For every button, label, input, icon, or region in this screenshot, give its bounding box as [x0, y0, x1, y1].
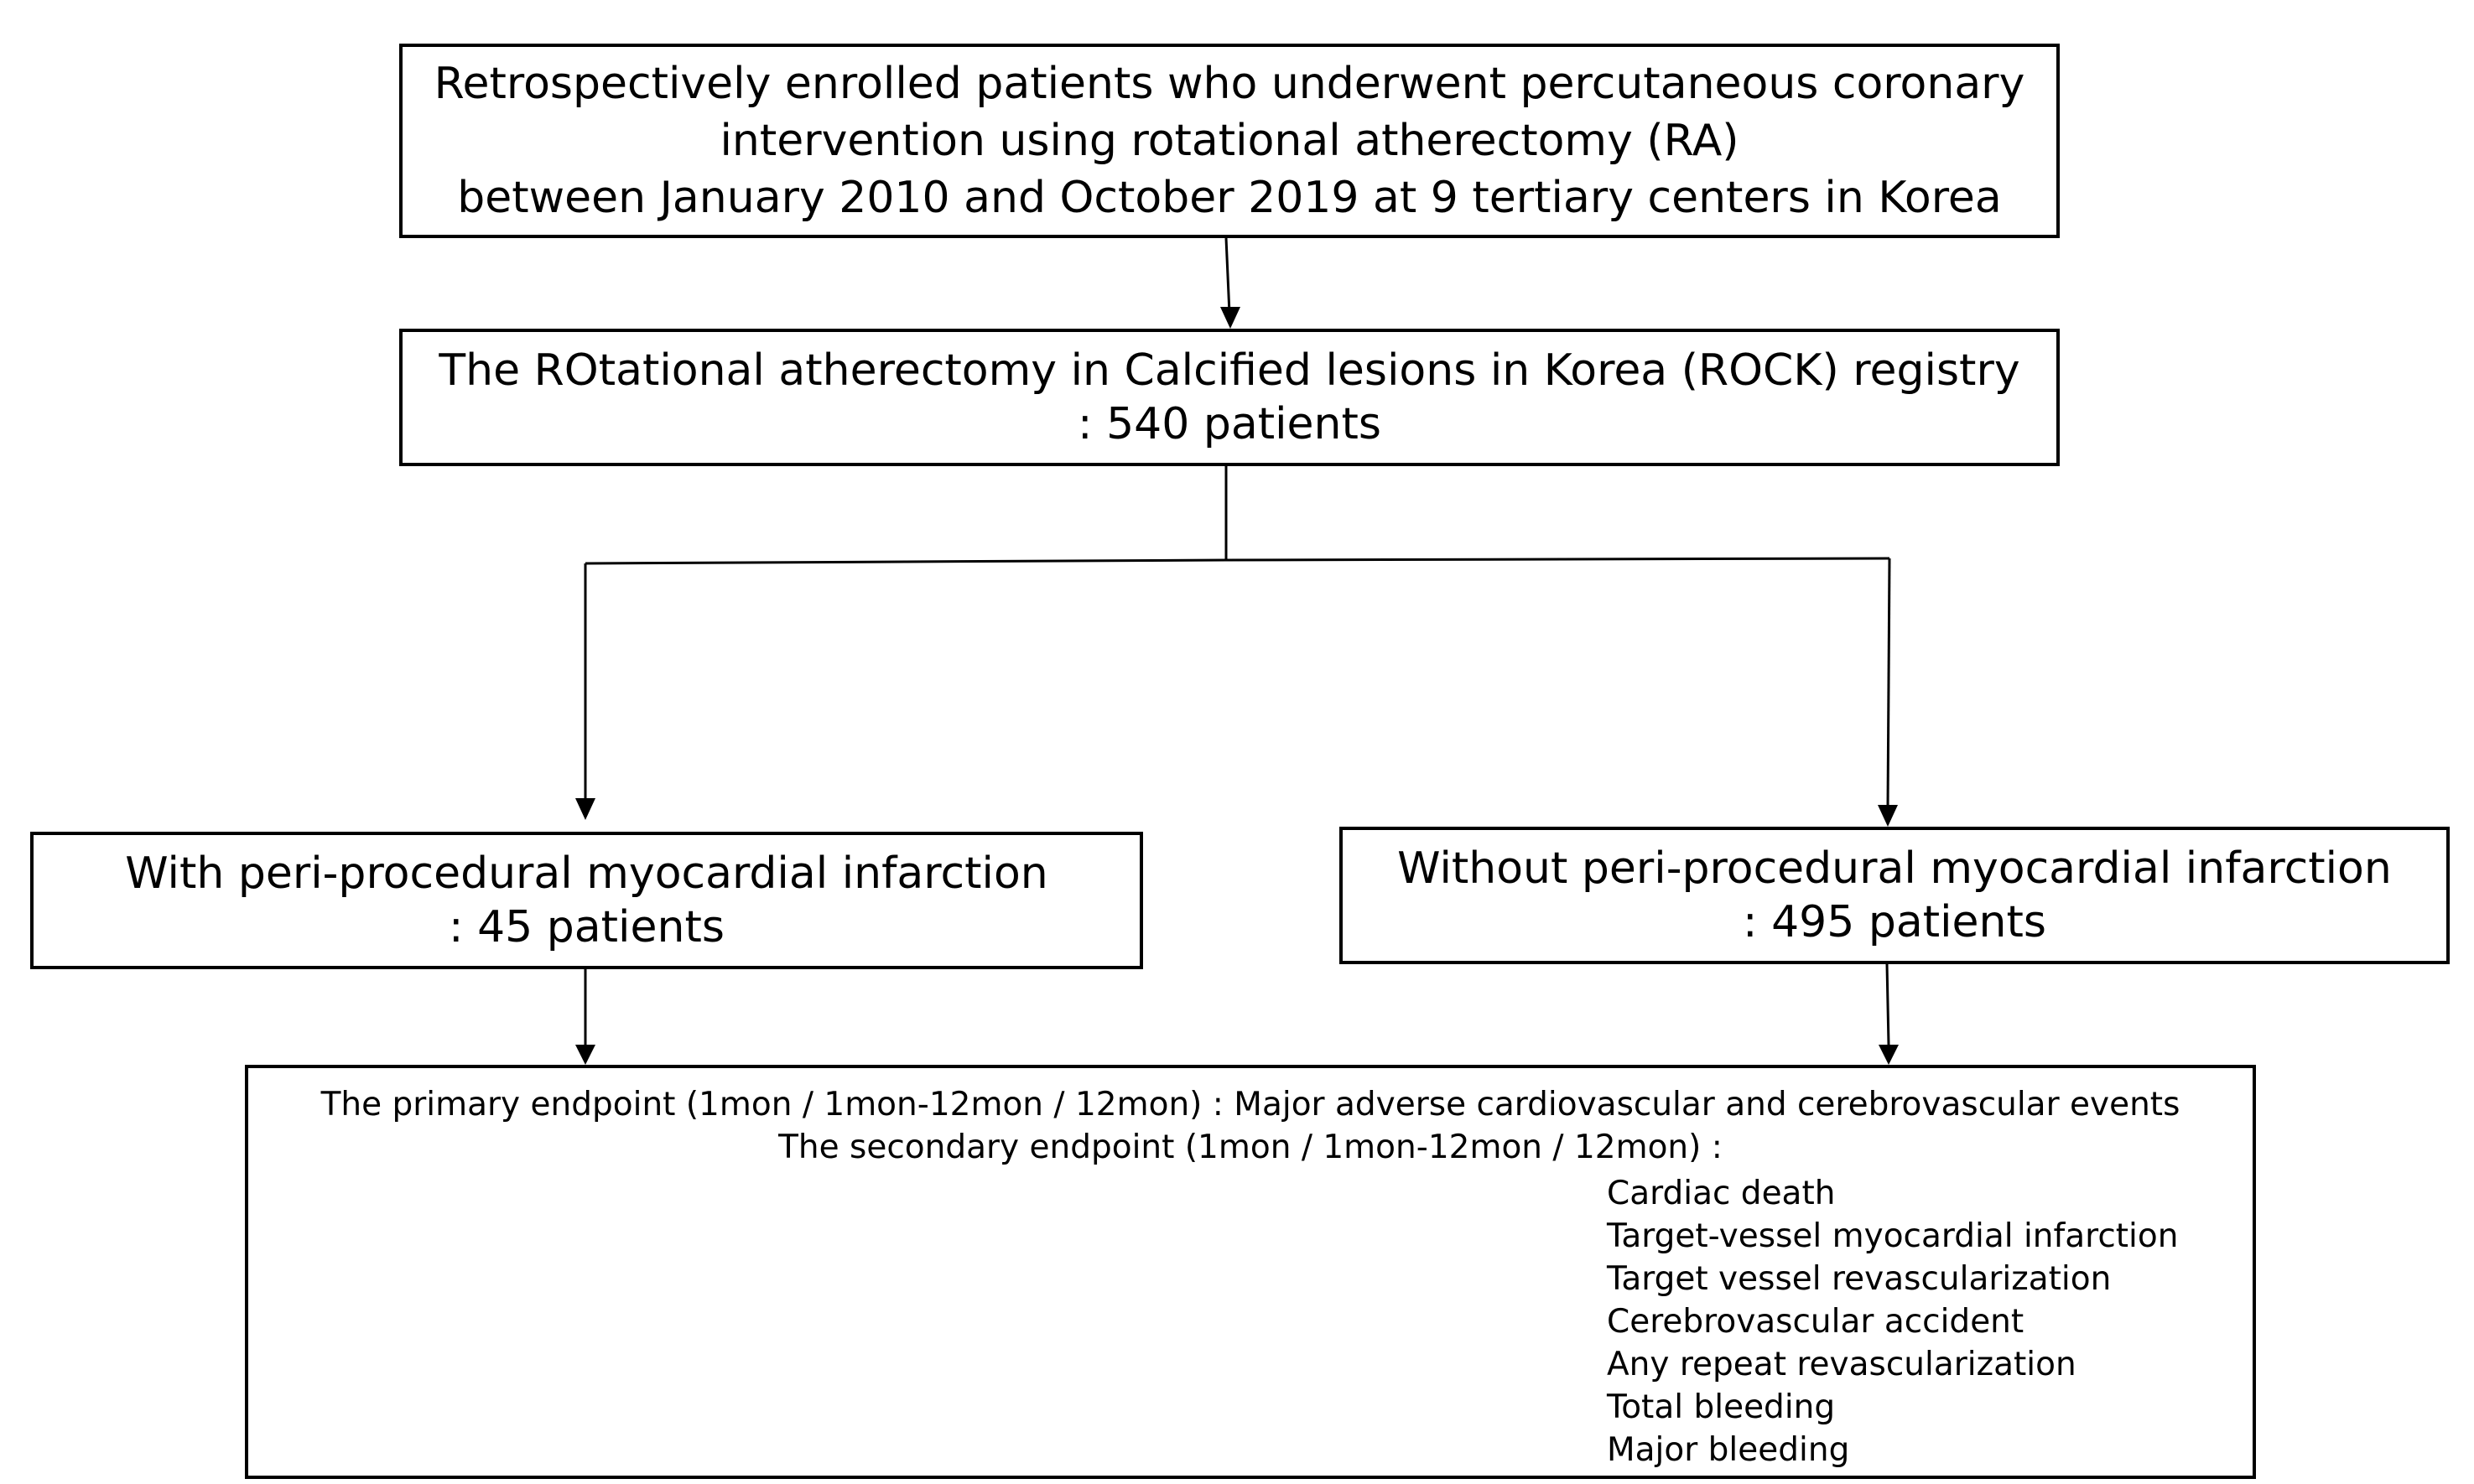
secondary-endpoint-list: Cardiac death Target-vessel myocardial i…	[1607, 1172, 2178, 1471]
secondary-endpoint-item: Cardiac death	[1607, 1175, 1836, 1212]
arrowhead-with-pmi	[575, 798, 595, 820]
arrowhead-endpoints-right	[1879, 1045, 1899, 1065]
arrow-without-pmi-to-endpoints	[1885, 963, 1890, 1046]
secondary-endpoint-item: Target-vessel myocardial infarction	[1607, 1217, 2179, 1255]
endpoints-box: The primary endpoint (1mon / 1mon-12mon …	[245, 1065, 2256, 1479]
enrollment-line-2: intervention using rotational atherectom…	[720, 116, 1739, 166]
without-pmi-box: Without peri-procedural myocardial infar…	[1339, 827, 2450, 964]
with-pmi-box: With peri-procedural myocardial infarcti…	[30, 832, 1143, 969]
arrow-enrollment-to-registry	[1224, 237, 1231, 314]
registry-box: The ROtational atherectomy in Calcified …	[399, 329, 2060, 466]
arrowhead-endpoints-left	[575, 1045, 595, 1065]
with-pmi-count: : 45 patients	[449, 902, 725, 952]
without-pmi-count: : 495 patients	[1743, 897, 2046, 947]
secondary-endpoint-item: Any repeat revascularization	[1607, 1346, 2076, 1383]
enrollment-line-1: Retrospectively enrolled patients who un…	[434, 59, 2025, 109]
with-pmi-title: With peri-procedural myocardial infarcti…	[125, 848, 1048, 899]
secondary-endpoint-item: Target vessel revascularization	[1607, 1260, 2112, 1298]
registry-title: The ROtational atherectomy in Calcified …	[439, 345, 2020, 396]
primary-endpoint: The primary endpoint (1mon / 1mon-12mon …	[320, 1086, 2180, 1123]
arrowhead-registry	[1220, 307, 1240, 329]
secondary-endpoint-item: Major bleeding	[1607, 1431, 1850, 1469]
split-bar-right	[1225, 557, 1890, 562]
split-bar-left	[585, 558, 1227, 565]
secondary-endpoint-item: Total bleeding	[1607, 1388, 1836, 1426]
secondary-endpoint-heading: The secondary endpoint (1mon / 1mon-12mo…	[778, 1129, 1723, 1166]
arrowhead-without-pmi	[1878, 805, 1898, 827]
without-pmi-title: Without peri-procedural myocardial infar…	[1397, 843, 2392, 894]
secondary-endpoint-item: Cerebrovascular accident	[1607, 1303, 2024, 1341]
enrollment-line-3: between January 2010 and October 2019 at…	[457, 173, 2002, 223]
registry-count: : 540 patients	[1078, 399, 1381, 449]
enrollment-box: Retrospectively enrolled patients who un…	[399, 44, 2060, 238]
arrow-to-without-pmi	[1886, 558, 1891, 807]
